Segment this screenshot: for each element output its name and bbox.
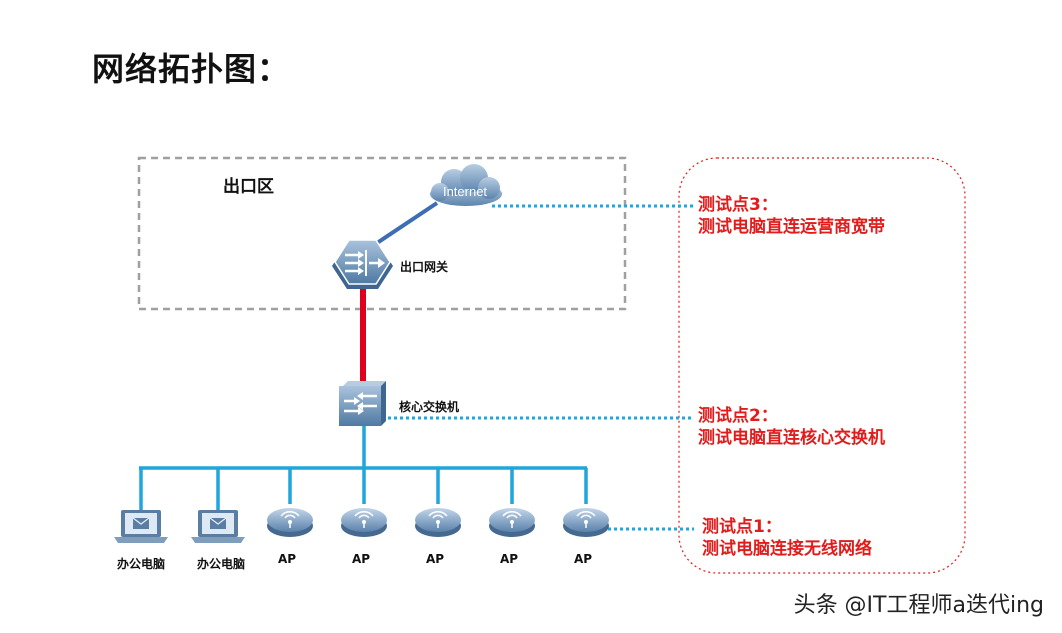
endpoint-label-5: AP [425,552,445,566]
test-point-1-title: 测试点1： [702,517,782,537]
ap-icon-3 [415,508,461,537]
internet-cloud-icon: Internet [430,164,502,206]
internet-label: Internet [443,184,487,199]
endpoint-label-2: 办公电脑 [196,557,245,571]
test-point-3: 测试点3： 测试电脑直连运营商宽带 [698,194,885,238]
laptop-icon-2 [191,510,245,543]
ap-icon-1 [267,508,313,537]
endpoint-label-4: AP [351,552,371,566]
ap-icon-2 [341,508,387,537]
endpoint-label-6: AP [499,552,519,566]
ap-icon-5 [563,508,609,537]
endpoint-label-1: 办公电脑 [116,557,165,571]
exit-zone-box [137,156,627,311]
gateway-label: 出口网关 [400,260,449,274]
test-point-2-desc: 测试电脑直连核心交换机 [698,428,885,448]
gateway-icon [332,239,393,289]
endpoint-label-3: AP [277,552,297,566]
watermark: 头条 @IT工程师a迭代ing [793,593,1044,618]
test-point-2: 测试点2： 测试电脑直连核心交换机 [698,405,885,449]
core-switch-label: 核心交换机 [399,400,460,414]
endpoint-label-7: AP [573,552,593,566]
test-point-1: 测试点1： 测试电脑连接无线网络 [702,516,872,560]
test-point-1-desc: 测试电脑连接无线网络 [702,539,872,559]
laptop-icon-1 [114,510,168,543]
ap-icon-4 [489,508,535,537]
test-point-3-desc: 测试电脑直连运营商宽带 [698,217,885,237]
exit-zone-label: 出口区 [223,177,274,197]
test-points-box [678,157,966,574]
page-title: 网络拓扑图： [92,50,291,88]
wan-link [375,201,439,245]
core-switch-icon [339,381,386,426]
test-point-3-title: 测试点3： [698,195,778,215]
test-point-2-title: 测试点2： [698,406,778,426]
